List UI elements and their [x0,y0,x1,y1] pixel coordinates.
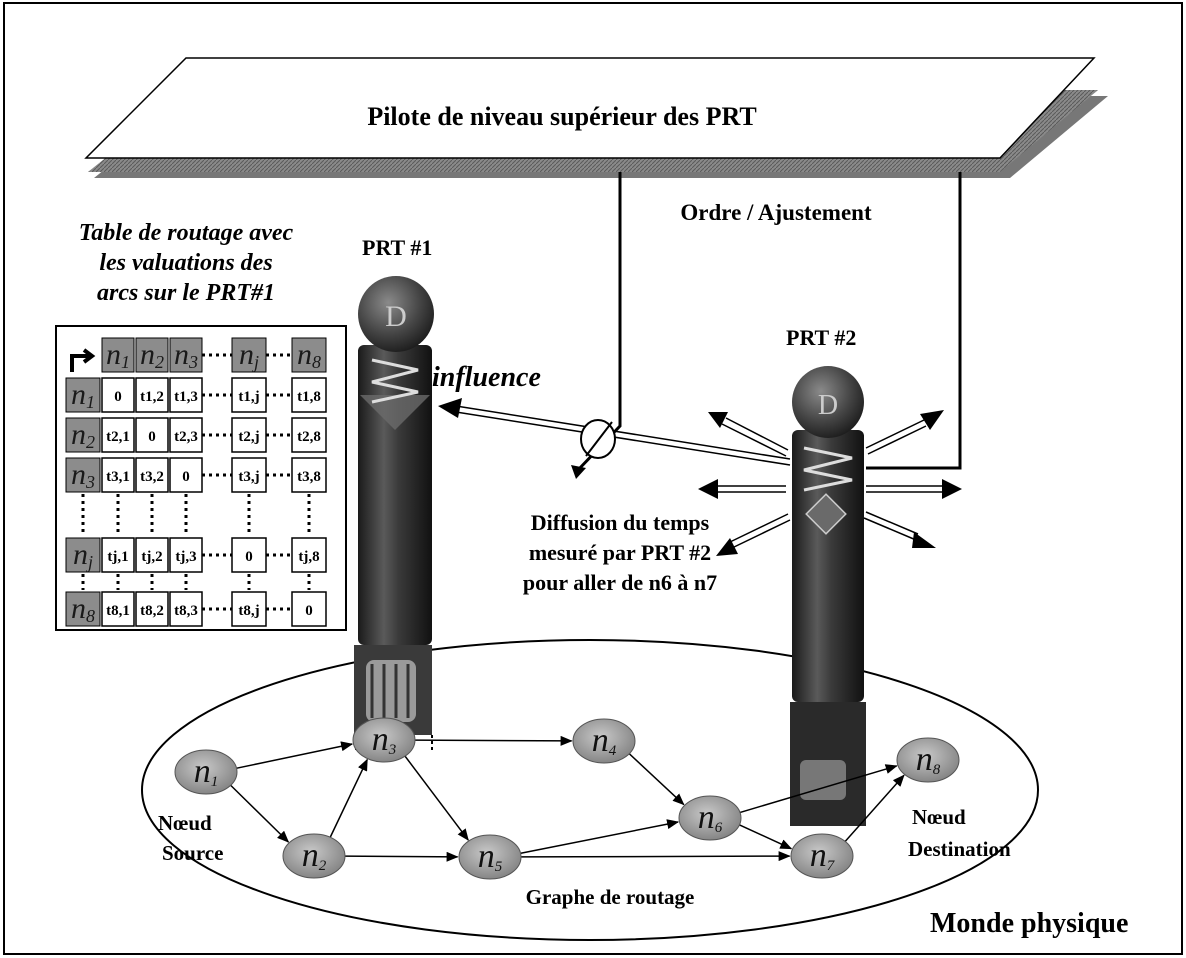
table-cell-value: t3,8 [297,469,321,485]
table-cell-value: 0 [114,389,122,405]
table-cell-value: t3,j [238,469,259,485]
table-cell-value: t8,1 [106,603,130,619]
prt1-vehicle: PRT #1 D [354,235,434,752]
table-caption-line-1: Table de routage avec [79,220,294,246]
source-label-line-2: Source [162,841,223,865]
table-cell-value: tj,3 [175,549,196,565]
graph-node-n7: n7 [791,834,853,878]
dest-label-line-2: Destination [908,837,1011,861]
top-platform: Pilote de niveau supérieur des PRT [86,58,1108,178]
graph-label: Graphe de routage [526,885,695,909]
table-caption-line-3: arcs sur le PRT#1 [97,280,275,306]
prt2-label: PRT #2 [786,325,856,350]
table-cell-value: t3,1 [106,469,130,485]
prt1-pole [358,345,432,645]
table-cell-value: 0 [305,603,313,619]
table-cell-value: t2,1 [106,429,130,445]
table-cell-value: 0 [245,549,253,565]
prt1-label: PRT #1 [362,235,432,260]
prt2-pole [792,430,864,702]
table-cell-value: t2,3 [174,429,198,445]
table-cell-value: t1,2 [140,389,164,405]
table-cell-value: t8,j [238,603,259,619]
table-cell-value: tj,8 [298,549,319,565]
platform-label: Pilote de niveau supérieur des PRT [367,102,756,131]
graph-node-n2: n2 [283,834,345,878]
world-label: Monde physique [930,908,1128,939]
table-caption-line-2: les valuations des [99,250,272,276]
graph-node-n6: n6 [679,796,741,840]
diffusion-label-line-3: pour aller de n6 à n7 [523,570,717,595]
graph-node-n8: n8 [897,738,959,782]
table-cell-value: t1,8 [297,389,321,405]
order-label: Ordre / Ajustement [680,200,872,225]
graph-edge-n3-n4 [415,740,571,741]
graph-node-n3: n3 [353,718,415,762]
diffusion-label-line-1: Diffusion du temps [531,510,710,535]
table-cell-value: t3,2 [140,469,164,485]
diffusion-label-line-2: mesuré par PRT #2 [529,540,711,565]
table-cell-value: 0 [148,429,156,445]
table-cell-value: tj,2 [141,549,162,565]
graph-node-n1: n1 [175,750,237,794]
graph-node-n5: n5 [459,835,521,879]
graph-edge-n2-n5 [345,856,457,857]
prt2-vehicle: PRT #2 D [786,325,866,826]
table-cell-value: 0 [182,469,190,485]
graph-edge-n5-n7 [521,856,789,857]
table-cell-value: t8,3 [174,603,198,619]
influence-label: influence [432,362,541,393]
table-cell-value: t1,j [238,389,259,405]
graph-node-n4: n4 [573,719,635,763]
table-cell-value: t2,j [238,429,259,445]
prt1-pod-letter: D [385,300,407,333]
table-cell-value: t8,2 [140,603,164,619]
table-cell-value: tj,1 [107,549,128,565]
table-cell-value: t2,8 [297,429,321,445]
dest-label-line-1: Nœud [912,805,966,829]
prt2-pod-letter: D [818,390,838,421]
table-cell-value: t1,3 [174,389,198,405]
source-label-line-1: Nœud [158,811,212,835]
